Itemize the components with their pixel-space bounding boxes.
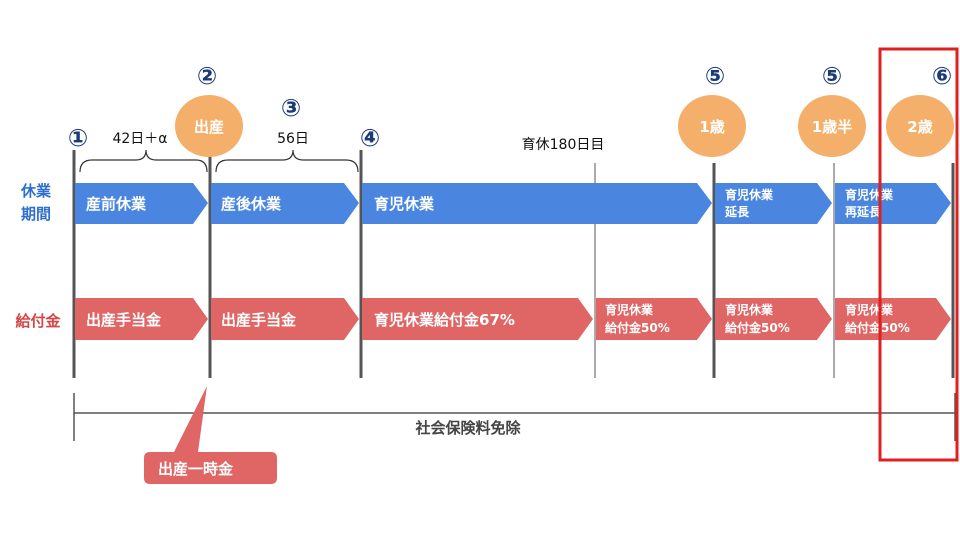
brace-postnatal <box>215 149 359 173</box>
milestone-age1: 1歳 <box>678 95 746 157</box>
social-insurance-exemption-bar <box>73 393 956 441</box>
arrow-maternity-allowance-1-label: 出産手当金 <box>86 311 162 329</box>
arrow-childcare-benefit-50-a-line1: 育児休業 <box>605 302 654 317</box>
leave-period-row: 産前休業 産後休業 育児休業 育児休業 延長 育児休業 再延長 <box>75 183 951 224</box>
arrow-childcare-leave <box>362 183 712 224</box>
lump-sum-callout <box>144 386 277 484</box>
arrow-childcare-benefit-50-c <box>835 298 951 340</box>
milestone-birth-label: 出産 <box>194 118 224 136</box>
arrow-postnatal-leave-label: 産後休業 <box>221 195 282 213</box>
arrow-prenatal-leave <box>75 183 208 224</box>
marker-4: ④ <box>360 124 380 152</box>
arrow-childcare-benefit-50-c-line2: 給付金50% <box>845 320 910 335</box>
arrow-childcare-benefit-67 <box>362 298 593 340</box>
row-label-leave-line1: 休業 <box>20 182 52 200</box>
row-label-benefit: 給付金 <box>15 312 61 330</box>
marker-2: ② <box>197 62 217 90</box>
milestone-age1-5: 1歳半 <box>798 95 866 157</box>
brace-prenatal <box>79 149 208 173</box>
arrow-leave-re-extension <box>835 183 951 224</box>
arrow-maternity-allowance-2-label: 出産手当金 <box>221 311 297 329</box>
milestone-birth: 出産 <box>175 95 243 157</box>
arrow-leave-re-extension-line1: 育児休業 <box>845 187 894 202</box>
benefit-row: 出産手当金 出産手当金 育児休業給付金67% 育児休業 給付金50% 育児休業 … <box>75 298 951 340</box>
milestone-age1-5-label: 1歳半 <box>812 118 852 136</box>
highlight-frame <box>878 47 959 462</box>
marker-3: ③ <box>281 94 301 122</box>
span-label-day180: 育休180日目 <box>522 137 605 153</box>
arrow-leave-extension-line2: 延長 <box>724 204 750 219</box>
arrow-childcare-benefit-50-b-line2: 給付金50% <box>725 320 790 335</box>
marker-1: ① <box>68 124 88 152</box>
arrow-prenatal-leave-label: 産前休業 <box>86 195 147 213</box>
marker-5b: ⑤ <box>822 62 842 90</box>
arrow-childcare-benefit-67-label: 育児休業給付金67% <box>374 311 515 329</box>
lump-sum-callout-label: 出産一時金 <box>158 460 234 478</box>
arrow-childcare-benefit-50-b-line1: 育児休業 <box>725 302 774 317</box>
span-label-postnatal: 56日 <box>277 131 309 147</box>
arrow-childcare-benefit-50-c-line1: 育児休業 <box>845 302 894 317</box>
span-label-prenatal: 42日＋α <box>112 131 167 147</box>
arrow-childcare-benefit-50-b <box>715 298 832 340</box>
arrow-postnatal-leave <box>211 183 359 224</box>
arrow-leave-re-extension-line2: 再延長 <box>845 204 882 219</box>
social-insurance-exemption-label: 社会保険料免除 <box>414 419 521 437</box>
arrow-childcare-leave-label: 育児休業 <box>374 195 435 213</box>
timeline-dividers <box>72 150 955 378</box>
marker-5a: ⑤ <box>705 62 725 90</box>
arrow-childcare-benefit-50-a-line2: 給付金50% <box>605 320 670 335</box>
milestone-age2: 2歳 <box>886 95 954 157</box>
milestone-age2-label: 2歳 <box>907 118 932 136</box>
row-label-leave-line2: 期間 <box>21 205 51 223</box>
arrow-maternity-allowance-2 <box>211 298 359 340</box>
arrow-leave-extension <box>715 183 832 224</box>
arrow-leave-extension-line1: 育児休業 <box>725 187 774 202</box>
milestone-age1-label: 1歳 <box>699 118 724 136</box>
arrow-maternity-allowance-1 <box>75 298 208 340</box>
arrow-childcare-benefit-50-a <box>596 298 712 340</box>
marker-6: ⑥ <box>932 62 952 90</box>
